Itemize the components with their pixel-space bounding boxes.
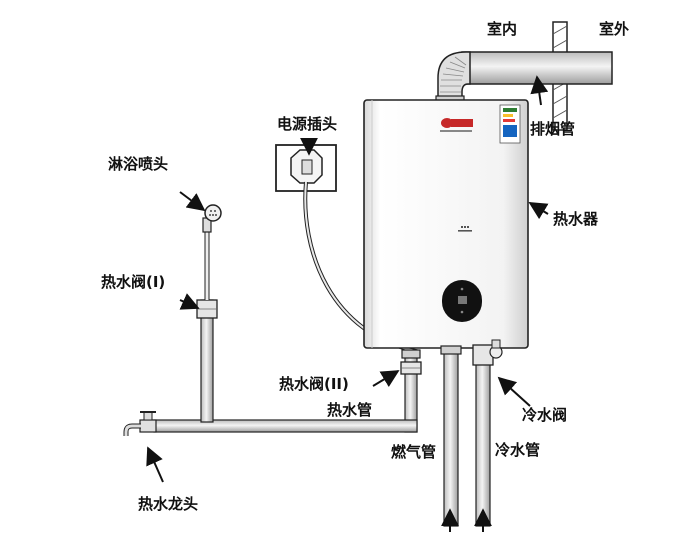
label-power-plug: 电源插头 <box>277 115 338 133</box>
hot-faucet <box>123 411 157 436</box>
label-hot-valve-2: 热水阀(II) <box>279 375 349 393</box>
exhaust-pipe <box>435 51 613 103</box>
label-hot-faucet: 热水龙头 <box>138 495 199 513</box>
cold-water-pipe <box>475 359 491 527</box>
label-exhaust-pipe: 排烟管 <box>530 120 576 138</box>
cold-valve <box>472 339 503 366</box>
vent-slots <box>458 226 472 232</box>
label-hot-water-pipe: 热水管 <box>327 401 373 419</box>
label-hot-valve-1: 热水阀(I) <box>101 273 166 291</box>
shower-head <box>202 204 222 233</box>
label-gas-pipe: 燃气管 <box>391 443 437 461</box>
gas-pipe <box>443 351 459 527</box>
label-cold-water-pipe: 冷水管 <box>495 441 541 459</box>
label-cold-valve: 冷水阀 <box>522 406 568 424</box>
label-indoor: 室内 <box>487 20 518 38</box>
label-shower-head: 淋浴喷头 <box>108 155 169 173</box>
label-water-heater: 热水器 <box>553 210 599 228</box>
water-heater-unit <box>363 99 529 349</box>
brand-logo <box>440 118 473 132</box>
leader-arrows <box>146 75 549 532</box>
energy-label <box>499 104 521 144</box>
control-panel <box>442 280 482 322</box>
hot-water-pipe-horizontal <box>153 419 418 433</box>
label-outdoor: 室外 <box>599 20 630 38</box>
